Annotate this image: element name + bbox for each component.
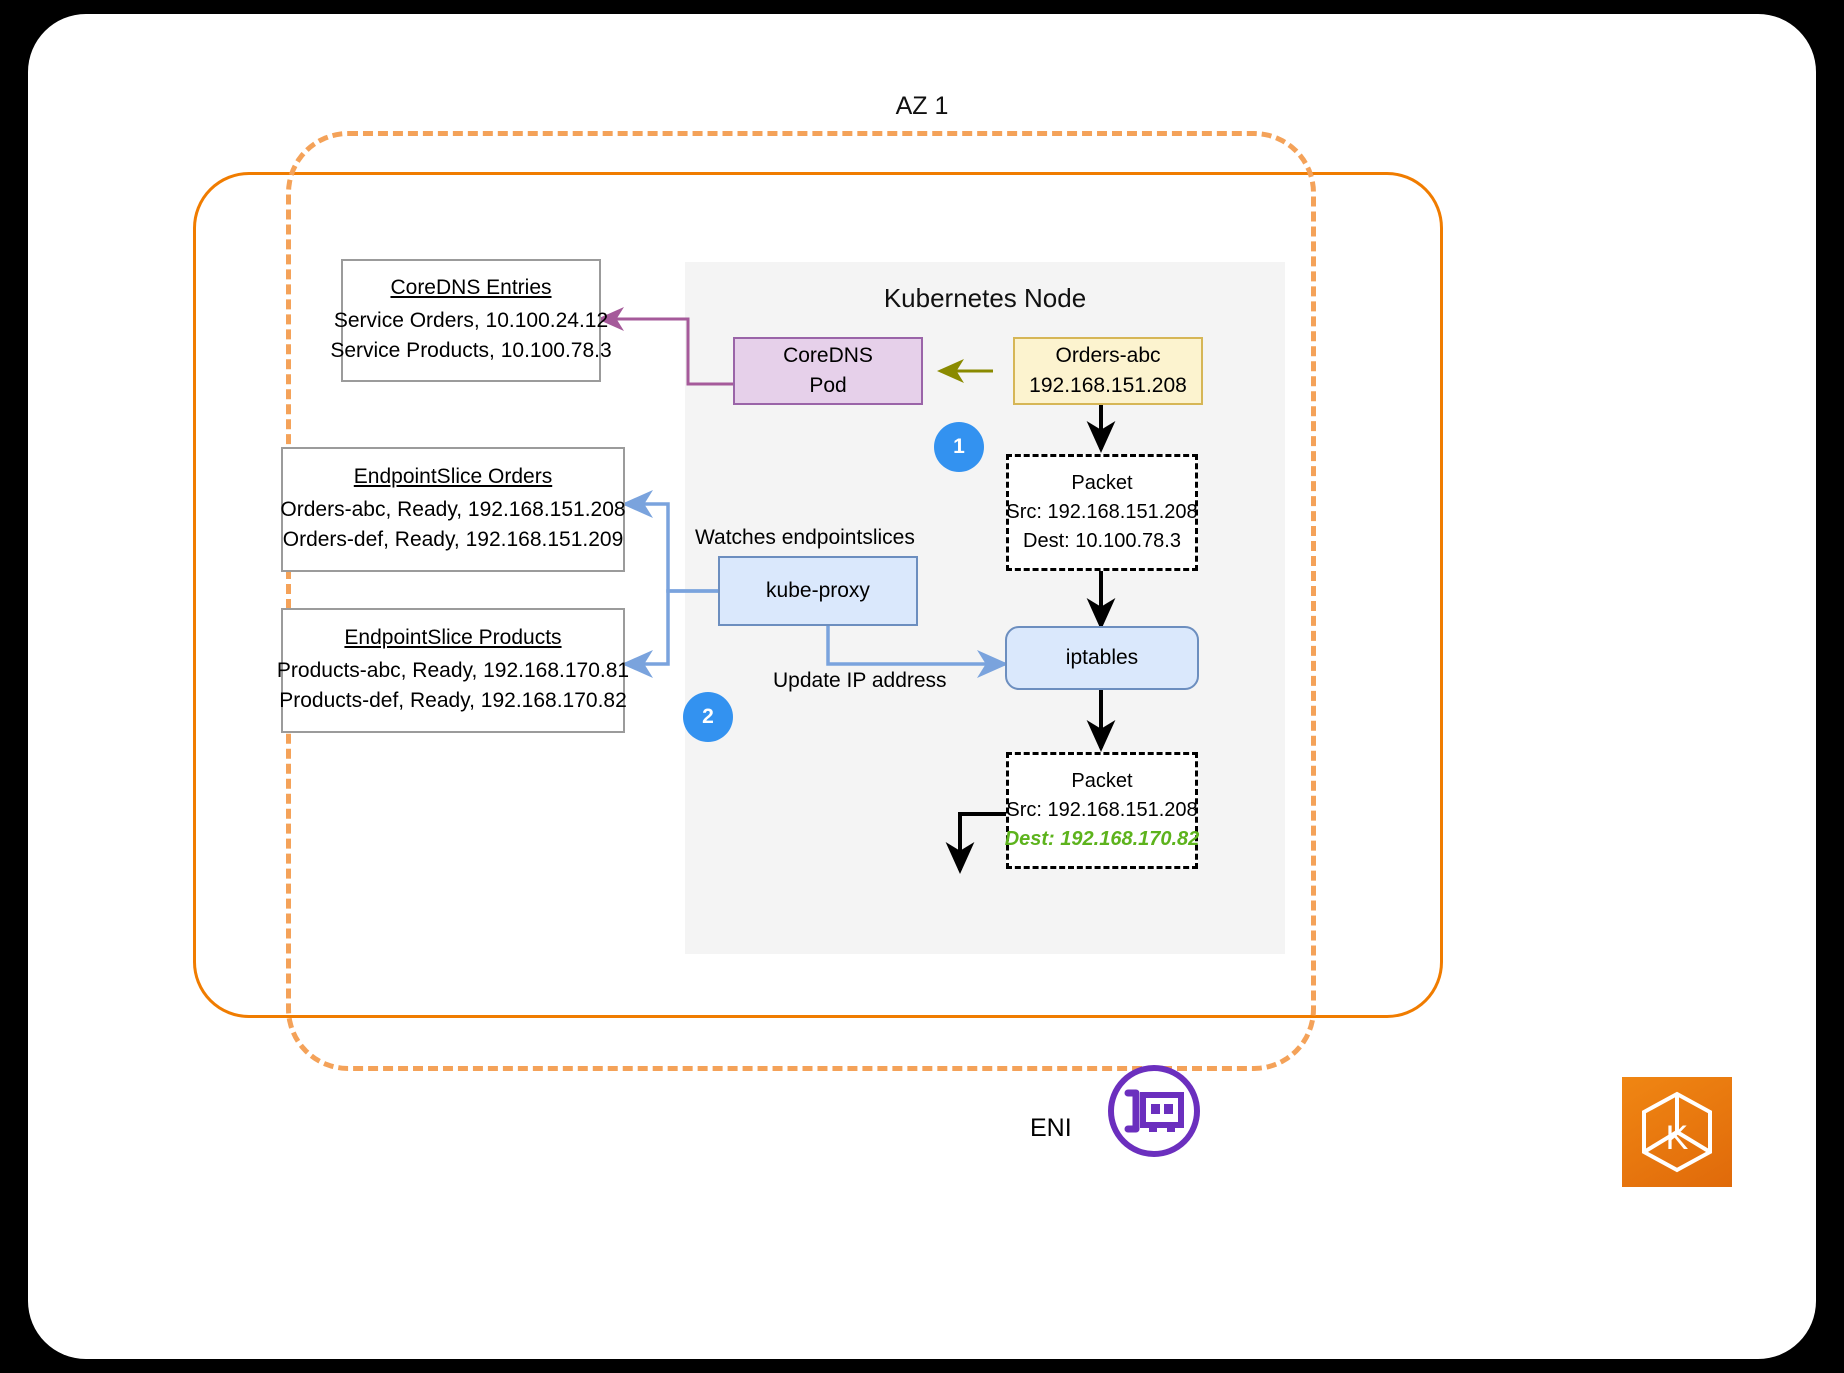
coredns-pod-line1: CoreDNS [783, 344, 873, 368]
kube-proxy-box: kube-proxy [718, 556, 918, 626]
coredns-pod-box: CoreDNS Pod [733, 337, 923, 405]
eni-label: ENI [1030, 1114, 1072, 1142]
orders-abc-pod-box: Orders-abc 192.168.151.208 [1013, 337, 1203, 405]
endpointslice-orders-box: EndpointSlice Orders Orders-abc, Ready, … [280, 447, 626, 572]
packet-after-title: Packet [1071, 770, 1133, 792]
eni-icon [1106, 1063, 1202, 1159]
vpc-boundary [193, 172, 1443, 1018]
coredns-entry-line: Service Orders, 10.100.24.12 [333, 308, 609, 332]
step-badge-1: 1 [934, 422, 984, 472]
availability-zone-boundary [286, 131, 1316, 1071]
endpointslice-orders-header: EndpointSlice Orders [353, 464, 553, 488]
packet-before-dest: Dest: 10.100.78.3 [1023, 530, 1181, 552]
packet-before-title: Packet [1071, 472, 1133, 494]
packet-after-box: Packet Src: 192.168.151.208 Dest: 192.16… [1004, 752, 1200, 869]
packet-before-src: Src: 192.168.151.208 [1006, 501, 1198, 523]
az-title: AZ 1 [895, 92, 949, 120]
endpointslice-orders-line: Orders-def, Ready, 192.168.151.209 [282, 527, 624, 551]
coredns-entries-box: CoreDNS Entries Service Orders, 10.100.2… [330, 259, 612, 382]
iptables-box: iptables [1005, 626, 1199, 690]
orders-pod-ip: 192.168.151.208 [1029, 374, 1187, 397]
endpointslice-products-header: EndpointSlice Products [344, 625, 562, 649]
endpointslice-products-line: Products-def, Ready, 192.168.170.82 [279, 688, 627, 712]
orders-pod-name: Orders-abc [1055, 344, 1161, 368]
packet-after-src: Src: 192.168.151.208 [1006, 799, 1198, 821]
endpointslice-products-box: EndpointSlice Products Products-abc, Rea… [277, 608, 629, 733]
endpointslice-orders-line: Orders-abc, Ready, 192.168.151.208 [280, 497, 626, 521]
packet-after-dest: Dest: 192.168.170.82 [1004, 828, 1200, 850]
kubernetes-node-title: Kubernetes Node [883, 283, 1087, 313]
svg-text:K: K [1666, 1119, 1689, 1157]
update-ip-address-label: Update IP address [773, 669, 947, 692]
eks-logo: K [1622, 1077, 1732, 1187]
coredns-pod-line2: Pod [809, 374, 847, 397]
endpointslice-products-line: Products-abc, Ready, 192.168.170.81 [276, 658, 630, 682]
step-badge-2: 2 [683, 692, 733, 742]
watches-endpointslices-label: Watches endpointslices [695, 526, 915, 549]
coredns-entries-header: CoreDNS Entries [390, 275, 552, 299]
coredns-entry-line: Service Products, 10.100.78.3 [330, 338, 612, 362]
packet-before-box: Packet Src: 192.168.151.208 Dest: 10.100… [1006, 454, 1198, 571]
diagram-page: AZ 1 Kubernetes Node [28, 14, 1816, 1359]
